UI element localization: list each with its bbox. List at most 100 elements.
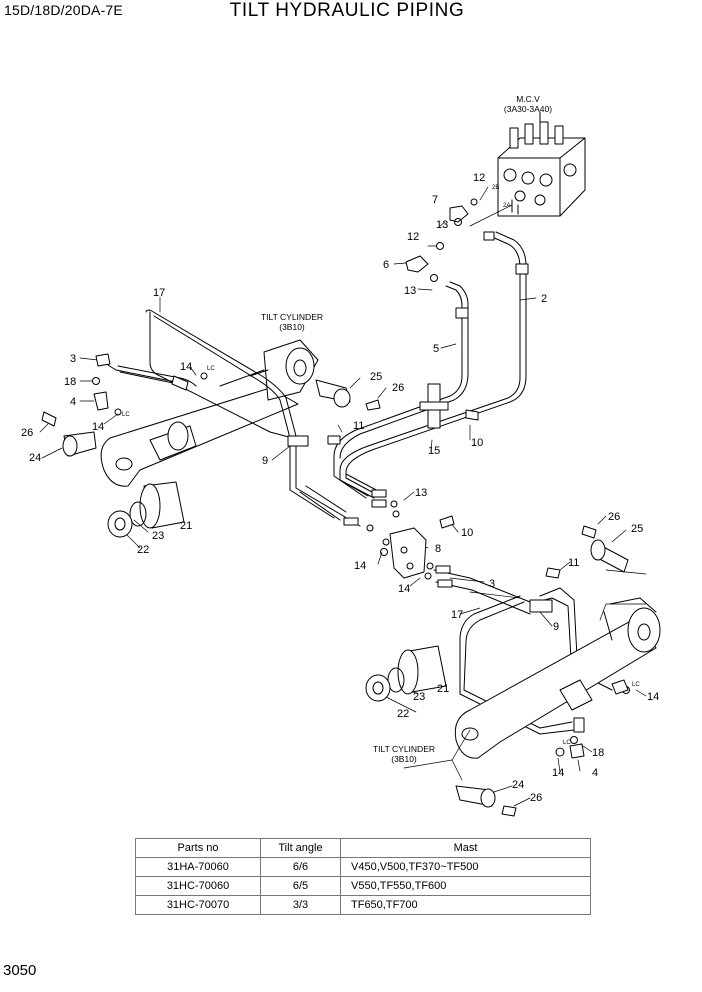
callout-8: 8 (435, 543, 441, 555)
callout-3: 3 (70, 353, 76, 365)
callout-25: 25 (370, 371, 382, 383)
cell-mast: V550,TF550,TF600 (340, 876, 591, 896)
callout-4: 4 (70, 396, 76, 408)
callout-numbers: 2 3 3 4 4 5 6 7 8 9 9 10 10 11 11 12 12 … (21, 172, 659, 804)
tube-17-lower (459, 587, 613, 735)
callout-26: 26 (21, 427, 33, 439)
callout-10: 10 (471, 437, 483, 449)
callout-24: 24 (512, 779, 524, 791)
tilt-cylinder-right (454, 597, 661, 759)
callout-14: 14 (180, 361, 192, 373)
callout-25: 25 (631, 523, 643, 535)
cell-mast: TF650,TF700 (340, 895, 591, 915)
callout-6: 6 (383, 259, 389, 271)
cell-mast: V450,V500,TF370~TF500 (340, 857, 591, 877)
callout-26: 26 (608, 511, 620, 523)
callout-22: 22 (397, 708, 409, 720)
callout-18: 18 (64, 376, 76, 388)
callout-13: 13 (415, 487, 427, 499)
table-row: 31HC-70070 3/3 TF650,TF700 (135, 895, 591, 915)
o-rings (92, 353, 630, 759)
callout-9: 9 (553, 621, 559, 633)
cell-tilt-angle: 6/6 (260, 857, 341, 877)
callout-26: 26 (530, 792, 542, 804)
callout-14: 14 (354, 560, 366, 572)
cell-parts-no: 31HC-70070 (135, 895, 261, 915)
tilt-cylinder-left (100, 339, 319, 487)
tilt-cylinder-label-2: TILT CYLINDER (373, 744, 435, 754)
tilt-cylinder-ref-1: (3B10) (279, 322, 305, 332)
cell-parts-no: 31HA-70060 (135, 857, 261, 877)
fittings-mcv (405, 198, 495, 282)
tube-17-upper (99, 309, 361, 527)
callout-4: 4 (592, 767, 598, 779)
callout-5: 5 (433, 343, 439, 355)
hoses-lower (433, 565, 541, 615)
callout-22: 22 (137, 544, 149, 556)
callout-13: 13 (404, 285, 416, 297)
pin-25-right (581, 525, 629, 573)
bushing-set-right (365, 645, 447, 702)
mcv-valve (497, 121, 586, 217)
mcv-label: M.C.V (516, 94, 540, 104)
callout-15: 15 (428, 445, 440, 457)
callout-17: 17 (153, 287, 165, 299)
callout-14: 14 (398, 583, 410, 595)
pin-24-left (62, 431, 97, 457)
manifold-8 (380, 527, 434, 580)
callout-10: 10 (461, 527, 473, 539)
clamp-9-upper (287, 435, 309, 447)
table-header-row: Parts no Tilt angle Mast (135, 838, 591, 858)
callout-13: 13 (436, 219, 448, 231)
cell-tilt-angle: 6/5 (260, 876, 341, 896)
tag-lc-4: LC (563, 740, 571, 746)
callout-3: 3 (489, 578, 495, 590)
hose-5 (333, 281, 469, 499)
model-code: 15D/18D/20DA-7E (4, 2, 123, 18)
callout-14: 14 (92, 421, 104, 433)
tag-lc-2: LC (122, 412, 130, 418)
col-header-tilt-angle: Tilt angle (260, 838, 341, 858)
callout-21: 21 (437, 683, 449, 695)
cell-parts-no: 31HC-70060 (135, 876, 261, 896)
bushing-set-left (107, 481, 185, 538)
callout-7: 7 (432, 194, 438, 206)
callout-14: 14 (552, 767, 564, 779)
port-2b-label: 2B (492, 185, 499, 191)
page-number: 3050 (3, 962, 37, 979)
mcv-ref: (3A30-3A40) (504, 104, 552, 114)
col-header-mast: Mast (340, 838, 591, 858)
callout-23: 23 (413, 691, 425, 703)
page-title: TILT HYDRAULIC PIPING (0, 0, 702, 22)
callout-12: 12 (407, 231, 419, 243)
callout-24: 24 (29, 452, 41, 464)
callout-12: 12 (473, 172, 485, 184)
bolt-26-left (41, 411, 57, 427)
tilt-cylinder-label-1: TILT CYLINDER (261, 312, 323, 322)
tag-lc-3: LC (632, 682, 640, 688)
pin-25-upper (315, 379, 351, 408)
callout-18: 18 (592, 747, 604, 759)
tag-lc-1: LC (207, 366, 215, 372)
port-2a-label: 2A (503, 203, 510, 209)
callout-17: 17 (451, 609, 463, 621)
callout-26: 26 (392, 382, 404, 394)
hoses-13 (299, 473, 400, 532)
table-row: 31HC-70060 6/5 V550,TF550,TF600 (135, 876, 591, 896)
clamp-15 (419, 383, 449, 429)
page-title-text: TILT HYDRAULIC PIPING (229, 0, 465, 21)
cell-tilt-angle: 3/3 (260, 895, 341, 915)
leader-lines (39, 186, 647, 807)
bolt-26-upper (365, 399, 381, 411)
col-header-parts-no: Parts no (135, 838, 261, 858)
callout-21: 21 (180, 520, 192, 532)
callout-2: 2 (541, 293, 547, 305)
callout-23: 23 (152, 530, 164, 542)
tilt-cylinder-ref-2: (3B10) (391, 754, 417, 764)
bolts-10-11 (327, 409, 561, 579)
callout-11: 11 (353, 420, 364, 432)
callout-11: 11 (568, 557, 579, 569)
parts-table: Parts no Tilt angle Mast 31HA-70060 6/6 … (135, 838, 591, 915)
callout-14: 14 (647, 691, 659, 703)
